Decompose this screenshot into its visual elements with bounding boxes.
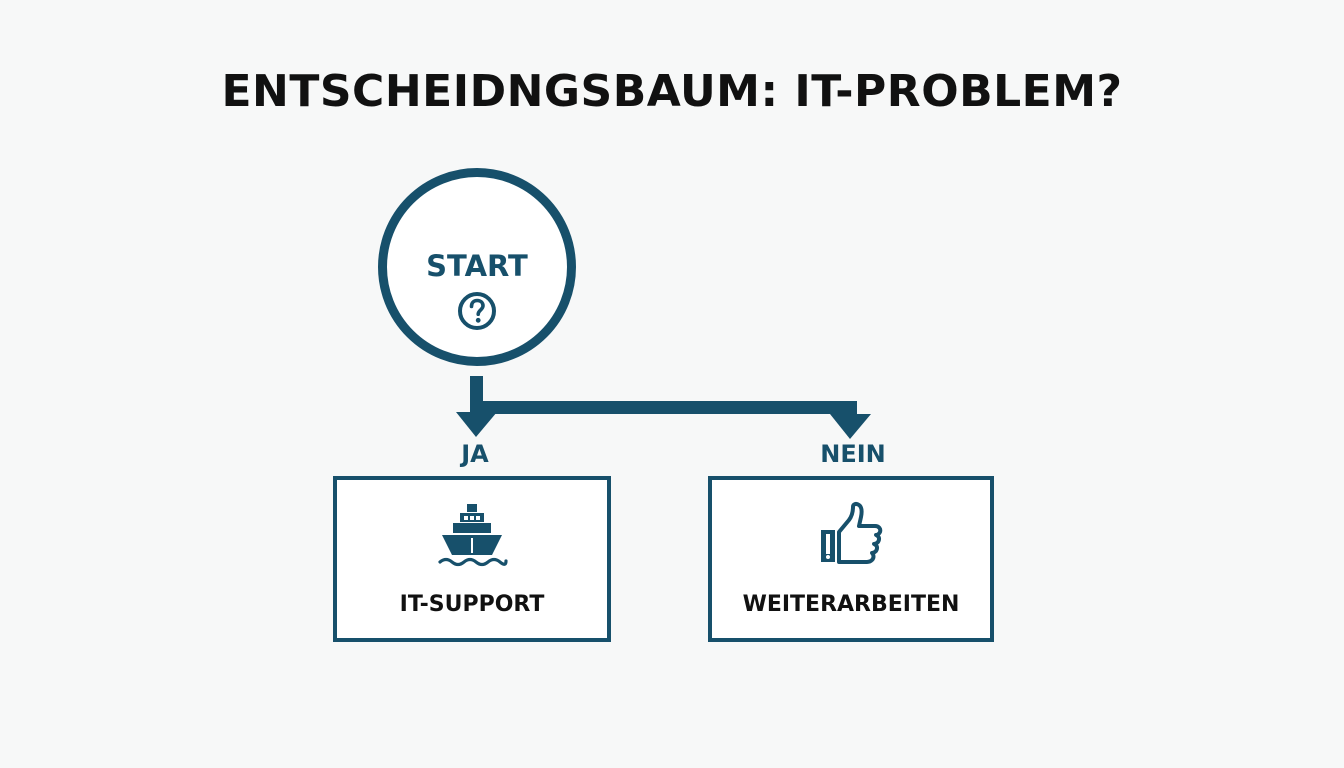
outcome-label-it-support: IT-SUPPORT	[399, 592, 545, 617]
arrow-left-head	[456, 412, 497, 437]
ship-icon	[438, 504, 508, 567]
thumbs-up-icon	[821, 501, 883, 564]
connector-horizontal	[470, 401, 854, 414]
outcome-label-weiterarbeiten: WEITERARBEITEN	[742, 592, 960, 617]
arrow-right-head	[830, 414, 871, 439]
diagram-title: ENTSCHEIDNGSBAUM: IT-PROBLEM?	[221, 66, 1123, 117]
start-node: START	[378, 168, 576, 366]
question-circle-icon	[458, 292, 496, 330]
start-label: START	[426, 249, 528, 283]
branch-label-no: NEIN	[820, 440, 886, 468]
outcome-box-weiterarbeiten: WEITERARBEITEN	[708, 476, 994, 642]
outcome-box-it-support: IT-SUPPORT	[333, 476, 611, 642]
branch-label-yes: JA	[461, 440, 489, 468]
connector-right-drop	[844, 401, 857, 417]
